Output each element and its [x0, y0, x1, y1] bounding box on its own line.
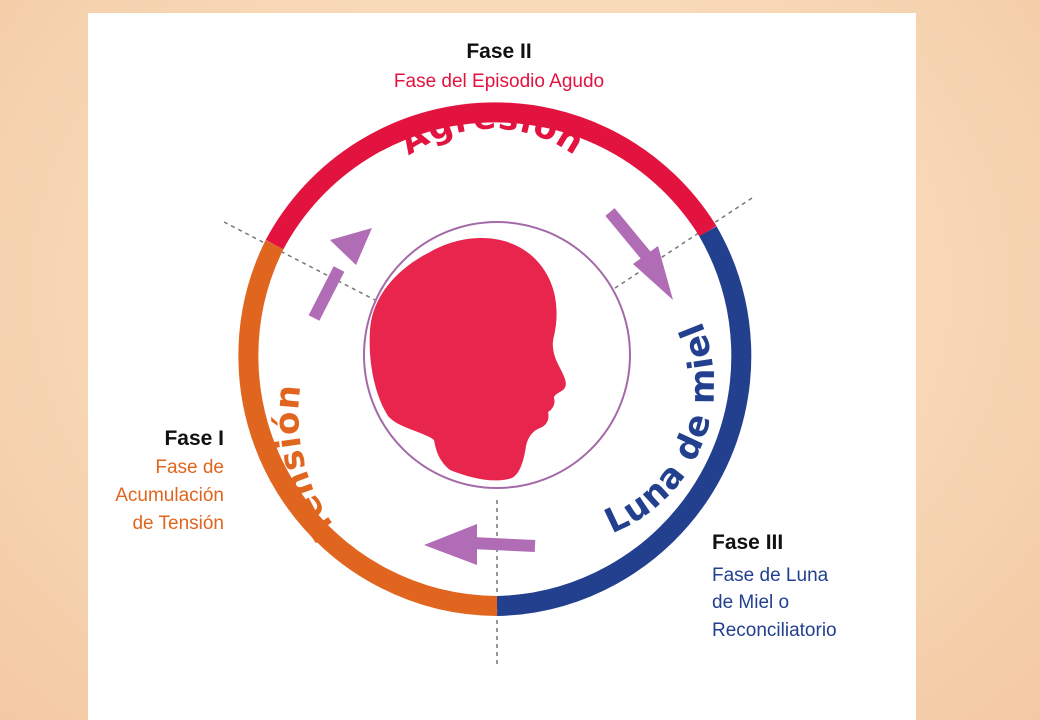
ring-segment-tension — [238, 240, 498, 616]
ring-segment-aggression — [265, 102, 717, 250]
phase-2-description: Fase del Episodio Agudo — [394, 71, 604, 92]
arrow-down-right-icon — [605, 208, 673, 300]
arrow-left-icon — [424, 524, 536, 565]
divider-upper-right — [611, 197, 753, 291]
phase-2-block: Fase II Fase del Episodio Agudo — [394, 40, 604, 92]
phase-1-description-line-2: Acumulación — [115, 485, 224, 506]
phase-3-description-line-2: de Miel o — [712, 592, 789, 613]
phase-2-title: Fase II — [466, 40, 531, 63]
arrow-up-right-icon — [308, 228, 372, 321]
phase-3-description-line-1: Fase de Luna — [712, 565, 829, 586]
ring-label-aggression: Agresión — [393, 97, 592, 163]
phase-3-title: Fase III — [712, 531, 783, 554]
cycle-arrows — [308, 208, 673, 565]
ring-label-tension: Tensión — [267, 382, 344, 547]
phase-3-block: Fase III Fase de Luna de Miel o Reconcil… — [712, 531, 837, 641]
phase-1-block: Fase I Fase de Acumulación de Tensión — [115, 427, 224, 534]
head-silhouette — [369, 238, 566, 481]
head-profile-icon — [369, 238, 566, 481]
phase-1-description-line-3: de Tensión — [132, 513, 224, 534]
phase-1-title: Fase I — [164, 427, 224, 450]
phase-dividers — [223, 197, 753, 668]
outer-ring — [238, 102, 752, 616]
ring-segment-honeymoon — [496, 226, 752, 616]
phase-1-description-line-1: Fase de — [155, 457, 224, 478]
phase-3-description-line-3: Reconciliatorio — [712, 620, 837, 641]
